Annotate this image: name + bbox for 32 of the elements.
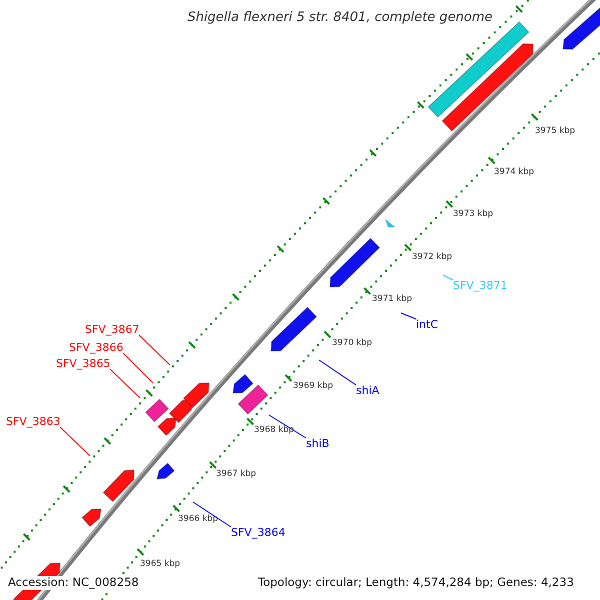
title: Shigella flexneri 5 str. 8401, complete genome: [186, 11, 494, 24]
tick-label: 3974 kbp: [494, 168, 534, 176]
gene-label: SFV_3863: [6, 416, 60, 427]
gene-label: shiB: [306, 438, 330, 449]
footer-text: Accession: NC_008258: [8, 576, 139, 590]
tick-label: 3966 kbp: [178, 515, 218, 524]
tick-label: 3970 kbp: [332, 339, 372, 348]
tick-label: 3965 kbp: [140, 560, 180, 568]
leader-line: [110, 368, 140, 398]
gene-label: SFV_3864: [231, 527, 286, 538]
tick-label: 3967 kbp: [216, 470, 256, 478]
leader-line: [400, 312, 416, 320]
gene-label: SFV_3865: [56, 358, 110, 369]
gene-label: SFV_3867: [85, 324, 140, 335]
tick-label: 3972 kbp: [412, 253, 452, 262]
gene-label: shiA: [356, 385, 380, 396]
tick-label: 3971 kbp: [372, 295, 412, 304]
tick-label: 3975 kbp: [535, 127, 576, 136]
leader-line: [192, 502, 232, 528]
tick-label: 3968 kbp: [254, 426, 294, 434]
leader-line: [442, 274, 454, 280]
leader-line: [268, 414, 306, 438]
tick-label: 3973 kbp: [453, 210, 494, 218]
gene-label: SFV_3866: [69, 342, 124, 353]
leader-line: [60, 426, 90, 456]
leader-line: [138, 334, 170, 366]
tick-label: 3969 kbp: [293, 382, 334, 390]
gene-label: SFV_3871: [453, 280, 508, 291]
gene-label: intC: [416, 319, 438, 330]
leader-line: [122, 352, 154, 384]
leader-line: [318, 360, 356, 386]
footer-text: Topology: circular; Length: 4,574,284 bp; Genes: 4,233: [258, 576, 574, 590]
